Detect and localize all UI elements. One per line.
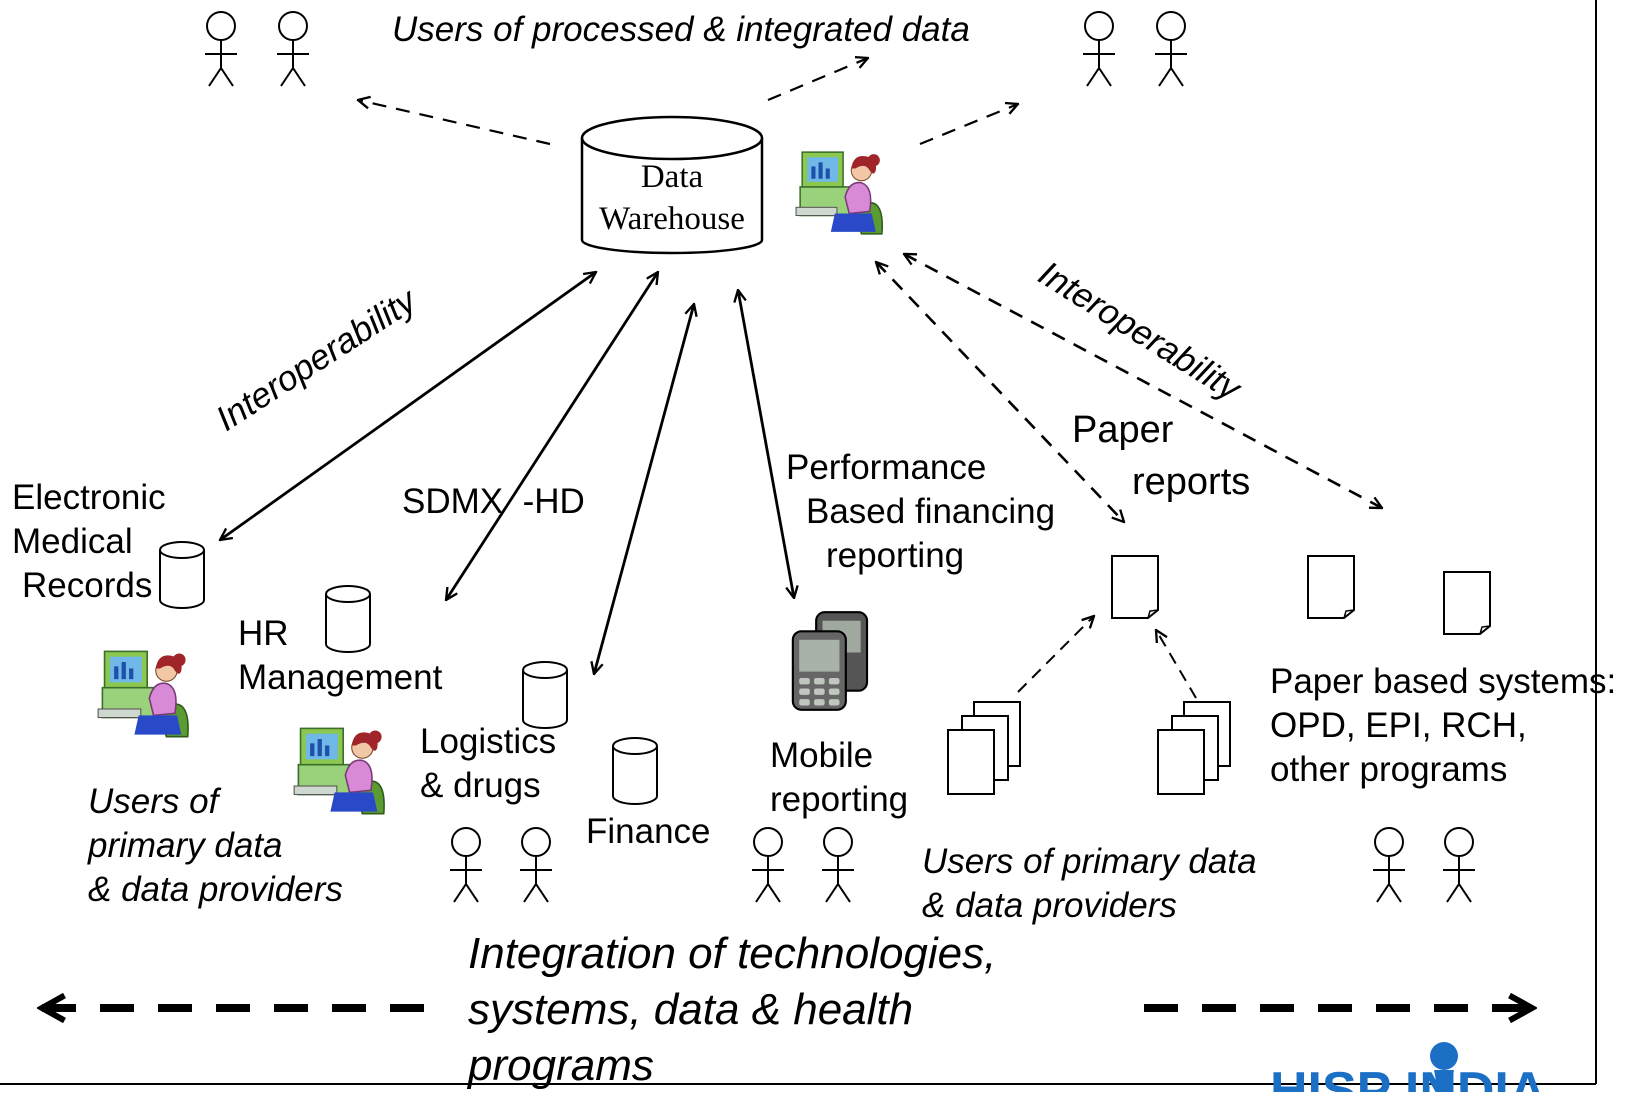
paper-stack-icon — [947, 701, 1021, 795]
user-figure-icon — [1081, 10, 1117, 88]
logo-text: HISP INDIA — [1270, 1062, 1546, 1092]
logistics-link-arrow — [594, 304, 694, 674]
paper-system-doc-icon — [1307, 555, 1355, 619]
stack-to-report-arrow — [1156, 630, 1197, 699]
user-figure-icon — [750, 826, 786, 904]
user-figure-icon — [518, 826, 554, 904]
user-figure-icon — [275, 10, 311, 88]
user-figure-icon — [448, 826, 484, 904]
paper-stack-icon — [1157, 701, 1231, 795]
output-arrow-right — [919, 104, 1018, 146]
logistics-label: Logistics& drugs — [420, 722, 557, 805]
user-figure-icon — [203, 10, 239, 88]
stack-to-report-arrow — [1017, 616, 1094, 693]
computer-user-icon — [795, 151, 884, 235]
integration-caption: Integration of technologies,systems, dat… — [468, 929, 997, 1090]
interop-right-label: Interoperability — [1032, 254, 1249, 410]
paper-systems-arrow — [904, 254, 1382, 508]
mobile-phone-icon — [791, 611, 869, 711]
paper-systems-label: Paper based systems:OPD, EPI, RCH,other … — [1270, 662, 1617, 789]
paper-report-doc-icon — [1111, 555, 1159, 619]
finance-label: Finance — [586, 812, 711, 851]
paper-system-doc-icon — [1443, 571, 1491, 635]
sdmx-hd-label: SDMX -HD — [402, 482, 585, 521]
users-primary-right-caption: Users of primary data& data providers — [922, 842, 1257, 925]
user-figure-icon — [820, 826, 856, 904]
top-users-caption: Users of processed & integrated data — [392, 10, 970, 49]
pbf-link-arrow — [738, 290, 794, 598]
finance-database-icon — [612, 737, 658, 805]
data-warehouse-cylinder — [580, 115, 764, 255]
hisp-logo: HISP INDIA — [1270, 1042, 1546, 1097]
logistics-database-icon — [522, 661, 568, 729]
output-arrow-left — [358, 100, 551, 146]
output-arrow-top — [767, 58, 868, 102]
emr-database-icon — [158, 540, 206, 610]
interop-left-label: Interoperability — [209, 280, 425, 439]
user-figure-icon — [1153, 10, 1189, 88]
user-figure-icon — [1371, 826, 1407, 904]
computer-user-icon — [97, 650, 189, 738]
user-figure-icon — [1441, 826, 1477, 904]
